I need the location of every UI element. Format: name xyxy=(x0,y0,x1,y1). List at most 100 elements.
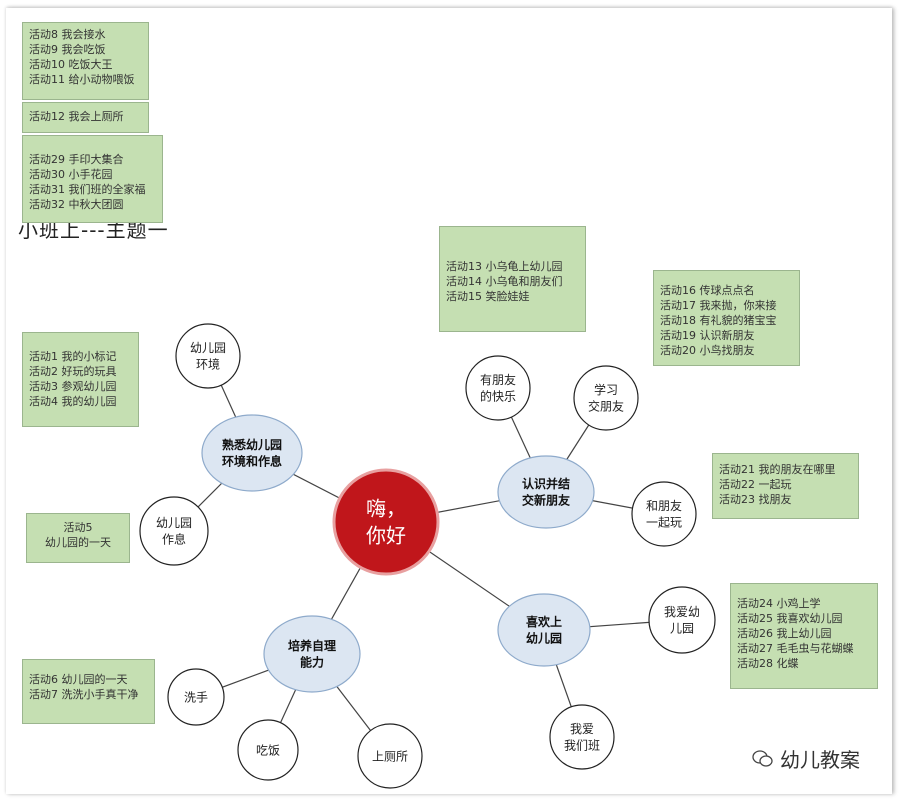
activity-item: 活动10 吃饭大王 xyxy=(29,58,113,71)
activity-item: 活动9 我会吃饭 xyxy=(29,43,106,56)
activity-box: 活动21 我的朋友在哪里活动22 一起玩活动23 找朋友 xyxy=(712,453,859,519)
activity-item: 活动18 有礼貌的猪宝宝 xyxy=(660,314,777,327)
node-label: 喜欢上 xyxy=(526,614,562,629)
activity-item: 活动14 小乌龟和朋友们 xyxy=(446,275,563,288)
node-label: 我爱幼 xyxy=(664,605,700,619)
activity-item: 活动8 我会接水 xyxy=(29,28,106,41)
node-label: 我们班 xyxy=(564,737,600,752)
activity-item: 活动17 我来抛，你来接 xyxy=(660,299,777,312)
activity-item: 活动21 我的朋友在哪里 xyxy=(719,463,836,476)
activity-box: 活动24 小鸡上学活动25 我喜欢幼儿园活动26 我上幼儿园活动27 毛毛虫与花… xyxy=(730,583,878,689)
activity-item: 活动5 xyxy=(63,521,93,534)
activity-item: 活动3 参观幼儿园 xyxy=(29,380,117,393)
node-label: 交朋友 xyxy=(588,398,624,413)
node-label: 熟悉幼儿园 xyxy=(222,437,282,452)
leaf-circle xyxy=(631,481,697,547)
leaf-node: 洗手 xyxy=(167,668,225,726)
center-circle xyxy=(332,468,440,576)
node-label: 吃饭 xyxy=(256,743,280,757)
activity-box: 活动5 幼儿园的一天 xyxy=(26,513,130,563)
activity-item: 活动30 小手花园 xyxy=(29,168,113,181)
activity-item: 活动29 手印大集合 xyxy=(29,153,124,166)
hub-ellipse xyxy=(497,593,591,667)
activity-box: 活动12 我会上厕所 xyxy=(22,102,149,133)
activity-item: 活动22 一起玩 xyxy=(719,478,792,491)
leaf-circle xyxy=(175,323,241,389)
activity-box: 活动8 我会接水活动9 我会吃饭活动10 吃饭大王活动11 给小动物喂饭 xyxy=(22,22,149,100)
watermark: 幼儿教案 xyxy=(752,744,860,773)
activity-item: 活动26 我上幼儿园 xyxy=(737,627,832,640)
activity-item: 活动27 毛毛虫与花蝴蝶 xyxy=(737,642,854,655)
activity-item: 活动24 小鸡上学 xyxy=(737,597,821,610)
node-label: 你好 xyxy=(366,524,406,548)
node-label: 能力 xyxy=(300,654,324,669)
activity-item: 活动6 幼儿园的一天 xyxy=(29,673,128,686)
activity-item: 活动28 化蝶 xyxy=(737,657,799,670)
activity-item: 活动11 给小动物喂饭 xyxy=(29,73,135,86)
hub-ellipse xyxy=(263,615,361,693)
activity-item: 活动2 好玩的玩具 xyxy=(29,365,117,378)
wechat-icon xyxy=(752,749,773,767)
activity-box: 活动29 手印大集合活动30 小手花园活动31 我们班的全家福活动32 中秋大团… xyxy=(22,135,163,223)
node-label: 上厕所 xyxy=(372,749,408,763)
leaf-circle xyxy=(139,496,209,566)
leaf-node: 上厕所 xyxy=(357,723,423,789)
node-label: 交新朋友 xyxy=(522,492,570,507)
activity-item: 活动32 中秋大团圆 xyxy=(29,198,124,211)
center-node: 嗨， 你好 xyxy=(332,468,440,576)
watermark-text: 幼儿教案 xyxy=(780,748,860,772)
leaf-circle xyxy=(549,704,615,770)
hub-ellipse xyxy=(497,455,595,529)
leaf-circle xyxy=(357,723,423,789)
activity-item: 活动20 小鸟找朋友 xyxy=(660,344,755,357)
activity-item: 活动12 我会上厕所 xyxy=(29,110,124,123)
node-label: 环境和作息 xyxy=(222,453,282,468)
node-label: 环境 xyxy=(196,356,220,371)
node-label: 的快乐 xyxy=(480,388,516,403)
node-label: 幼儿园 xyxy=(526,630,562,645)
activity-box: 活动1 我的小标记活动2 好玩的玩具活动3 参观幼儿园活动4 我的幼儿园 xyxy=(22,332,139,427)
leaf-circle xyxy=(573,365,639,431)
node-label: 一起玩 xyxy=(646,515,682,529)
activity-item: 活动7 洗洗小手真干净 xyxy=(29,688,139,701)
activity-item: 活动15 笑脸娃娃 xyxy=(446,290,530,303)
node-label: 有朋友 xyxy=(480,373,516,387)
node-label: 嗨， xyxy=(366,497,406,521)
node-label: 培养自理 xyxy=(288,638,336,653)
activity-item: 活动4 我的幼儿园 xyxy=(29,395,117,408)
activity-item: 活动16 传球点点名 xyxy=(660,284,755,297)
activity-box: 活动16 传球点点名活动17 我来抛，你来接活动18 有礼貌的猪宝宝活动19 认… xyxy=(653,270,800,366)
leaf-circle xyxy=(648,586,716,654)
leaf-node: 吃饭 xyxy=(237,719,299,781)
leaf-circle xyxy=(465,355,531,421)
node-label: 幼儿园 xyxy=(190,341,226,355)
activity-item: 活动25 我喜欢幼儿园 xyxy=(737,612,843,625)
activity-item: 幼儿园的一天 xyxy=(45,536,111,549)
activity-item: 活动19 认识新朋友 xyxy=(660,329,755,342)
node-label: 儿园 xyxy=(670,621,694,635)
node-label: 幼儿园 xyxy=(156,516,192,530)
node-label: 和朋友 xyxy=(646,499,682,513)
node-label: 认识并结 xyxy=(522,476,570,491)
activity-item: 活动23 找朋友 xyxy=(719,493,792,506)
activity-item: 活动13 小乌龟上幼儿园 xyxy=(446,260,563,273)
leaf-circle xyxy=(237,719,299,781)
activity-box: 活动6 幼儿园的一天活动7 洗洗小手真干净 xyxy=(22,659,155,724)
node-label: 学习 xyxy=(594,382,618,397)
leaf-circle xyxy=(167,668,225,726)
activity-item: 活动31 我们班的全家福 xyxy=(29,183,146,196)
hub-ellipse xyxy=(201,414,303,492)
activity-box: 活动13 小乌龟上幼儿园活动14 小乌龟和朋友们活动15 笑脸娃娃 xyxy=(439,226,586,332)
